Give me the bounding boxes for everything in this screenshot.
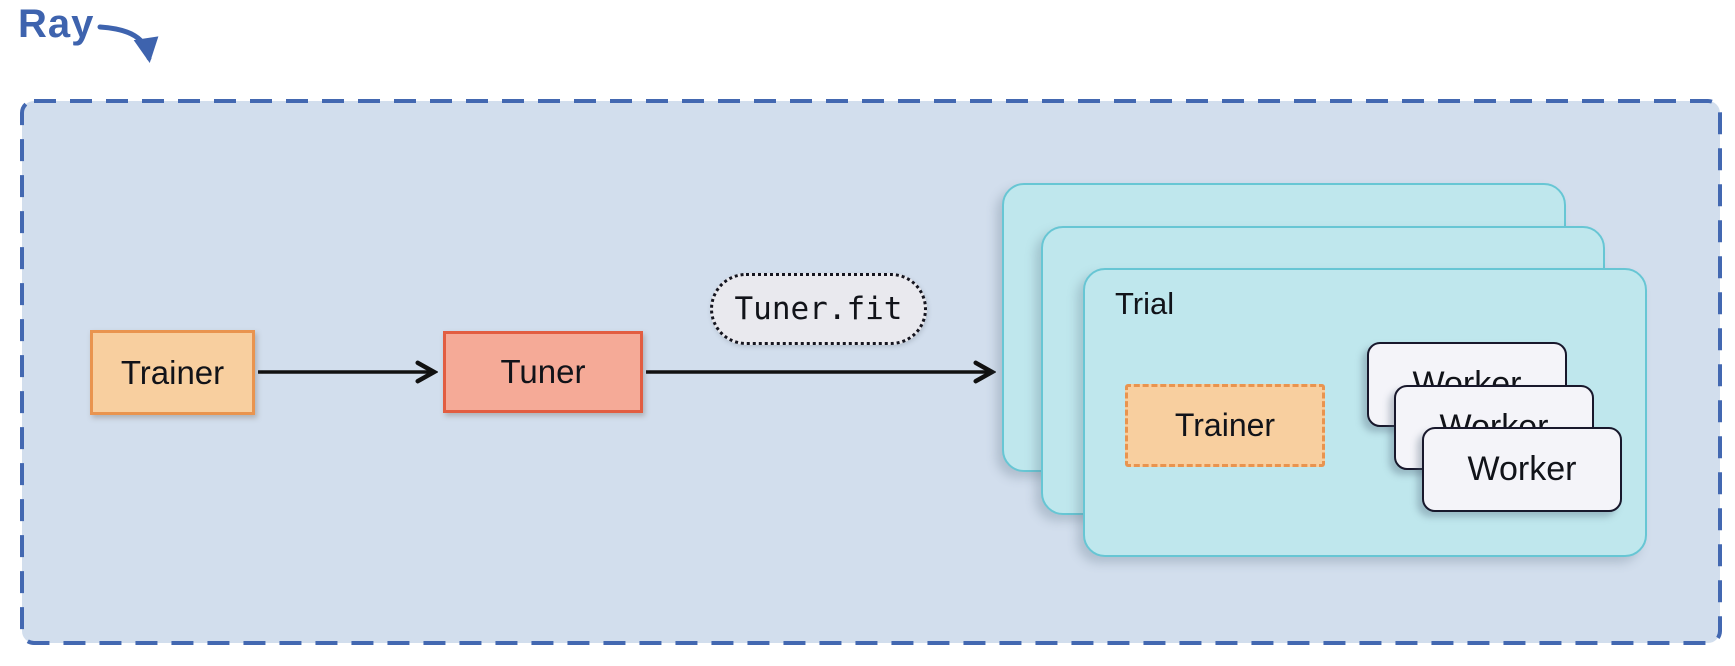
trial-title: Trial — [1115, 286, 1175, 321]
ray-label: Ray — [18, 2, 95, 46]
tuner-node-label: Tuner — [500, 353, 586, 390]
tuner-node: Tuner — [443, 331, 643, 413]
tuner-fit-call-label: Tuner.fit — [734, 291, 903, 327]
worker-card-front: Worker — [1422, 427, 1622, 512]
tuner-fit-call-pill: Tuner.fit — [710, 273, 927, 345]
trial-trainer-label: Trainer — [1174, 407, 1276, 443]
ray-pointer-arrow — [97, 24, 159, 63]
trial-card-front: Trial Trainer Worker Worker Worker — [1083, 268, 1647, 557]
worker-label: Worker — [1467, 450, 1577, 488]
trainer-node: Trainer — [90, 330, 255, 415]
trial-trainer-node: Trainer — [1125, 384, 1325, 467]
trainer-node-label: Trainer — [120, 353, 225, 391]
